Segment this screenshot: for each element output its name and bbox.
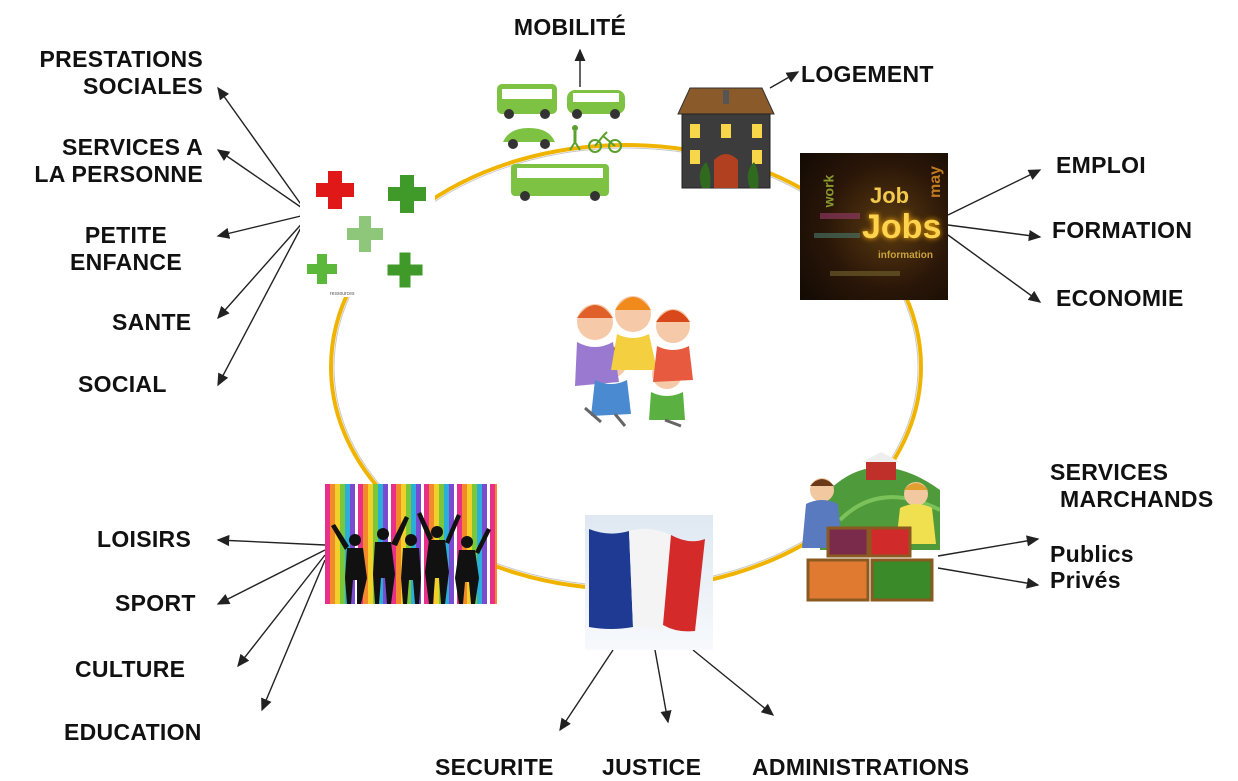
label-services-personne-line2: LA PERSONNE [34, 161, 203, 187]
arrow-culture [237, 554, 326, 668]
label-services-marchands-line2: MARCHANDS [1060, 486, 1214, 512]
label-economie: ECONOMIE [1056, 285, 1184, 311]
arrow-prestations [217, 86, 306, 211]
label-emploi: EMPLOI [1056, 152, 1146, 178]
label-prestations-line1: PRESTATIONS [39, 46, 203, 72]
arrow-loisirs [216, 534, 326, 547]
arrow-sante [217, 219, 306, 320]
arrow-petite-enfance [216, 214, 306, 239]
market-stall-icon [802, 452, 940, 602]
label-prestations-line2: SOCIALES [83, 73, 203, 99]
label-publics: Publics [1050, 541, 1134, 567]
label-loisirs: LOISIRS [97, 526, 192, 552]
label-mobilite: MOBILITÉ [513, 14, 627, 40]
label-petite-enfance: PETITE ENFANCE [36, 222, 216, 276]
transport-icons [497, 84, 625, 201]
label-education: EDUCATION [64, 719, 202, 745]
label-administrations: ADMINISTRATIONS [752, 754, 970, 780]
arrow-administrations [692, 649, 775, 716]
label-social: SOCIAL [78, 371, 167, 397]
dancers-silhouette-icon [325, 484, 497, 604]
arrow-economie [947, 234, 1042, 303]
label-culture: CULTURE [75, 656, 186, 682]
label-justice: JUSTICE [602, 754, 702, 780]
arrow-education [261, 559, 326, 712]
label-services-personne: SERVICES A LA PERSONNE [0, 134, 203, 188]
arrow-emploi [947, 169, 1042, 216]
jobs-wordcloud-icon: Job Jobs may work information [800, 153, 948, 300]
label-prestations-sociales: PRESTATIONS SOCIALES [0, 46, 203, 100]
cloud-word-may: may [927, 165, 945, 199]
arrow-justice [654, 649, 672, 724]
label-petite-enfance-line2: ENFANCE [69, 249, 182, 275]
label-securite: SECURITE [435, 754, 554, 780]
pharmacy-crosses-icon: ressources [300, 167, 435, 297]
arrow-formation [947, 224, 1042, 242]
label-services-marchands: SERVICES MARCHANDS [1050, 459, 1213, 513]
label-petite-enfance-line1: PETITE [84, 222, 168, 248]
children-group-icon [575, 296, 693, 428]
label-services-marchands-line1: SERVICES [1050, 459, 1169, 485]
arrow-sport [216, 549, 326, 605]
cloud-word-job: Job [870, 183, 910, 208]
cloud-word-information: information [878, 250, 933, 261]
label-prives: Privés [1050, 567, 1121, 593]
label-logement: LOGEMENT [801, 61, 934, 87]
label-sport: SPORT [115, 590, 196, 616]
label-sante: SANTE [112, 309, 192, 335]
svg-text:ressources: ressources [330, 291, 355, 297]
arrow-social [217, 219, 306, 387]
french-flag-icon [585, 515, 713, 650]
cloud-word-work: work [820, 174, 837, 208]
arrow-securite [559, 649, 614, 732]
arrow-prives [937, 567, 1040, 589]
arrow-publics [937, 535, 1040, 557]
arrow-logement [769, 71, 800, 89]
arrow-services-personne [216, 149, 306, 211]
label-services-personne-line1: SERVICES A [61, 134, 203, 160]
house-icon [677, 87, 775, 189]
cloud-word-jobs: Jobs [862, 208, 942, 246]
label-formation: FORMATION [1052, 217, 1193, 243]
